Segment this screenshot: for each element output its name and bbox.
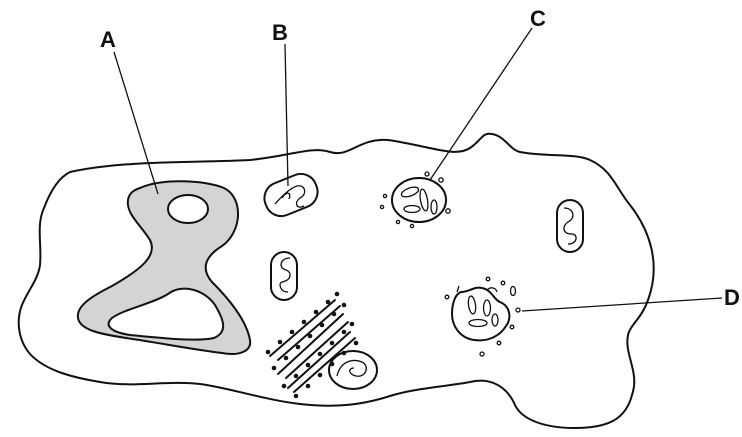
label-c-text: C: [530, 6, 546, 31]
organelle-d: [445, 277, 520, 356]
mitochondrion-bottom: [329, 351, 377, 389]
label-d: D: [522, 285, 740, 311]
label-b: B: [272, 20, 288, 186]
organelle-c: [380, 172, 450, 228]
mitochondrion-b: [260, 169, 323, 221]
label-d-text: D: [724, 285, 740, 310]
label-a-text: A: [100, 27, 116, 52]
label-b-text: B: [272, 20, 288, 45]
vacuole-hole-upper: [168, 195, 208, 223]
mitochondrion-middle: [271, 252, 297, 300]
label-a: A: [100, 27, 158, 194]
mitochondrion-right: [557, 200, 583, 252]
